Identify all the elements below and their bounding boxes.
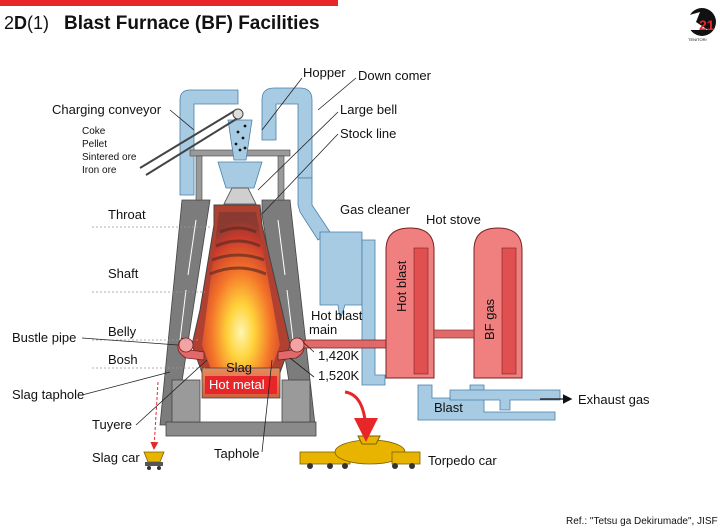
- top-bell: [217, 119, 263, 205]
- label-exhaust-gas: Exhaust gas: [578, 392, 650, 407]
- furnace-frame: [159, 149, 317, 437]
- label-tuyere: Tuyere: [92, 417, 132, 432]
- reference-note: Ref.: "Tetsu ga Dekirumade", JISF: [566, 516, 718, 527]
- label-stock-line: Stock line: [340, 126, 396, 141]
- hot-metal-label: Hot metal: [209, 377, 265, 392]
- label-charging-conveyor: Charging conveyor: [52, 102, 162, 117]
- label-blast: Blast: [434, 400, 463, 415]
- label-large-bell: Large bell: [340, 102, 397, 117]
- label-slag-taphole: Slag taphole: [12, 387, 84, 402]
- leader-lines: [81, 77, 357, 453]
- charging-conveyor: [139, 108, 244, 176]
- hot-stove-2: BF gas: [473, 227, 523, 379]
- page-title: Blast Furnace (BF) Facilities: [64, 13, 320, 34]
- label-temp-1420: 1,420K: [318, 348, 360, 363]
- label-slag-car: Slag car: [92, 450, 140, 465]
- hot-stove-1: Hot blast: [385, 227, 435, 379]
- slag-car: [143, 451, 165, 470]
- svg-text:21: 21: [699, 17, 715, 33]
- label-material-iron-ore: Iron ore: [82, 165, 117, 176]
- label-throat: Throat: [108, 207, 146, 222]
- label-material-coke: Coke: [82, 126, 106, 137]
- label-hopper: Hopper: [303, 65, 346, 80]
- gas-pipes: [179, 87, 561, 421]
- label-bosh: Bosh: [108, 352, 138, 367]
- label-gas-cleaner: Gas cleaner: [340, 202, 411, 217]
- logo-21: 21 TENITORI: [686, 8, 716, 42]
- section-number: 2D(1): [4, 13, 49, 33]
- label-torpedo-car: Torpedo car: [428, 453, 497, 468]
- furnace-body: Slag Hot metal: [191, 204, 291, 399]
- label-material-sintered-ore: Sintered ore: [82, 152, 137, 163]
- slag-label: Slag: [226, 360, 252, 375]
- label-bustle-pipe: Bustle pipe: [12, 330, 76, 345]
- header-accent-bar: [0, 0, 338, 6]
- label-down-comer: Down comer: [358, 68, 432, 83]
- labels: Hopper Down comer Large bell Stock line …: [12, 65, 718, 527]
- label-material-pellet: Pellet: [82, 139, 107, 150]
- label-taphole: Taphole: [214, 446, 260, 461]
- label-temp-1520: 1,520K: [318, 368, 360, 383]
- label-belly: Belly: [108, 324, 137, 339]
- bf-gas-vertical: BF gas: [482, 298, 497, 340]
- flow-arrows: [150, 381, 573, 450]
- label-hot-stove: Hot stove: [426, 212, 481, 227]
- header: 2D(1) Blast Furnace (BF) Facilities 21 T…: [0, 0, 716, 42]
- hot-blast-vertical: Hot blast: [394, 260, 409, 312]
- label-shaft: Shaft: [108, 266, 139, 281]
- torpedo-car: [299, 435, 421, 469]
- svg-text:TENITORI: TENITORI: [688, 37, 707, 42]
- hot-metal-pool: [205, 376, 277, 394]
- stove-connector: [433, 329, 475, 339]
- bustle-pipe: [177, 337, 391, 361]
